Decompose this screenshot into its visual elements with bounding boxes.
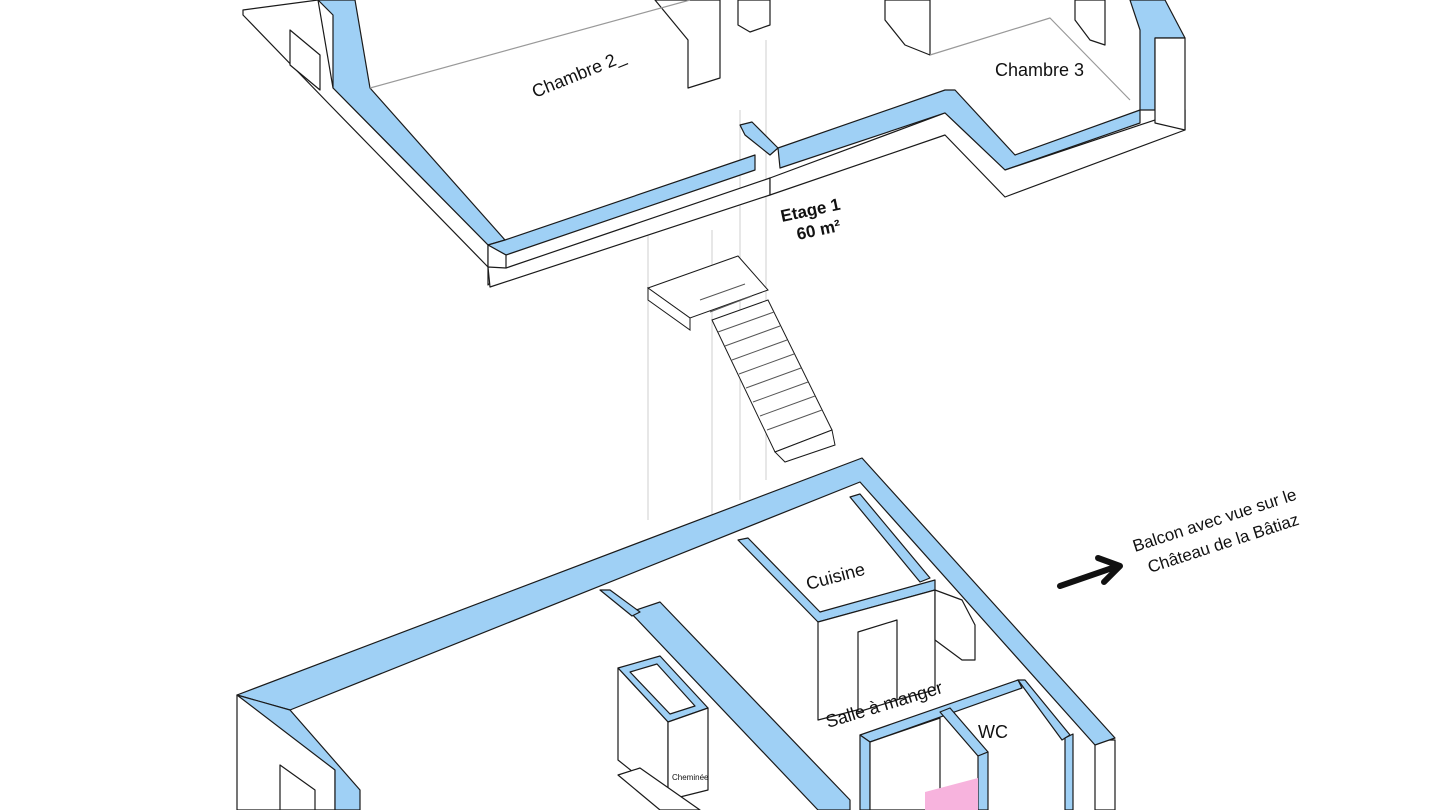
stair-flight-side [774, 429, 836, 463]
upper-wall-bottom-right [777, 89, 1141, 171]
room-label-cuisine: Cuisine [804, 559, 867, 594]
corner-pillar [934, 589, 976, 661]
upper-wall-left [317, 0, 506, 246]
partition-mid [737, 0, 771, 33]
upper-floor [242, 0, 1186, 288]
stair-flight [711, 299, 833, 453]
stair-treads [699, 283, 823, 431]
ground-floor [236, 457, 1116, 810]
wc-fixture-pink [925, 778, 978, 810]
arrow-right-icon [1057, 555, 1123, 589]
ground-window-left [279, 764, 316, 810]
upper-face-left [242, 0, 489, 268]
room-label-wc: WC [978, 722, 1008, 742]
stair-landing-side [647, 287, 691, 331]
cheminee-box-inner [629, 663, 696, 715]
staircase [646, 255, 836, 463]
upper-face-right [1154, 37, 1186, 131]
cheminee-box-front [667, 707, 709, 801]
wc-door-face [869, 717, 941, 810]
ground-wall-left [236, 694, 361, 810]
cheminee-hearth [617, 767, 701, 810]
partition-wc-inner [977, 751, 989, 810]
partition-corridor [599, 589, 641, 617]
upper-floor-edge [369, 0, 691, 89]
partition-cuisine-right [849, 493, 931, 583]
upper-floor-edge-2 [929, 17, 1131, 101]
upper-wall-bottom-mid [739, 121, 779, 156]
partition-chambre3 [884, 0, 931, 56]
room-label-chambre2: Chambre 2_ [529, 46, 630, 103]
partition-wc-left [859, 734, 871, 810]
ground-face-right [1094, 739, 1116, 810]
partition-cheminee-wall [629, 601, 851, 810]
partition-right-box [1074, 0, 1106, 46]
dining-door [857, 619, 898, 713]
partition-chambre2 [654, 0, 721, 89]
partition-right-col [1064, 733, 1074, 810]
room-label-cheminee: Cheminée [672, 773, 709, 782]
upper-window-left [289, 29, 321, 91]
room-label-chambre3: Chambre 3 [995, 60, 1084, 80]
